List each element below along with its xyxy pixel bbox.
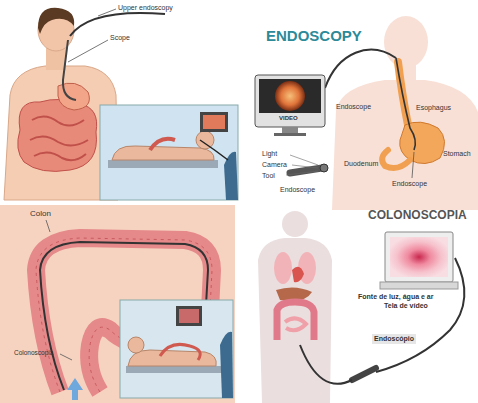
caption-line: Tela de vídeo [384,302,428,310]
part-label: Esophagus [416,104,451,112]
part-label: Upper endoscopy [118,4,173,12]
endoscopy-figure [255,16,478,210]
caption-line: Fonte de luz, água e ar [358,293,433,301]
part-label: Colon [30,210,51,219]
upper-endoscopy-figure [4,8,238,200]
heading: ENDOSCOPY [266,28,362,45]
colonoscopy-figure [0,205,235,403]
part-label: Endoscope [336,103,371,111]
part-label: Scope [110,34,130,42]
part-label: Stomach [443,150,471,158]
heading: COLONOSCOPIA [368,209,467,222]
part-label: Duodenum [344,160,378,168]
part-label: Endoscope [392,180,427,188]
part-label: Endoscope [280,186,315,194]
colonoscopia-figure [258,211,464,403]
part-label: Light [262,150,277,158]
part-label: Endoscópio [372,334,416,344]
part-label: Tool [262,172,275,180]
screen-label: VIDEO [279,115,298,122]
part-label: Colonoscopia [14,349,53,356]
part-label: Camera [262,161,287,169]
